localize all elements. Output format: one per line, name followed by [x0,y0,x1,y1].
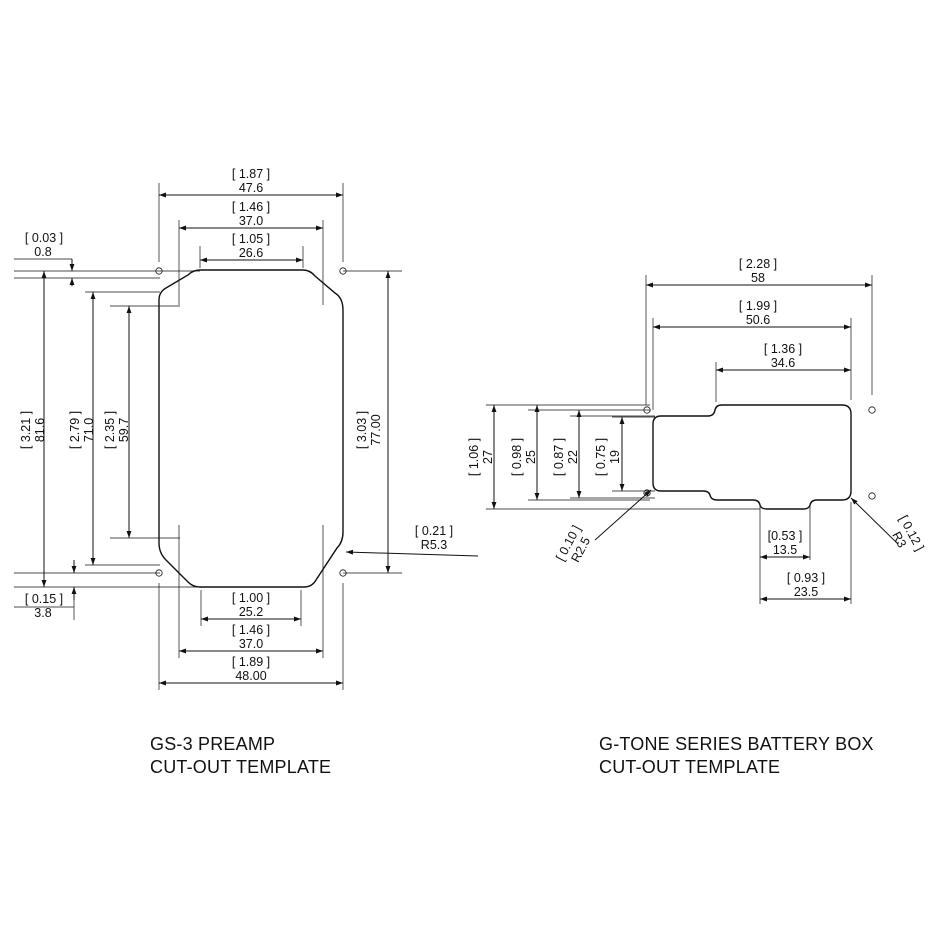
battery-bottom-span-mm: 23.5 [794,585,818,599]
battery-drawing [486,275,899,604]
preamp-right-height-mm: 77.00 [369,414,383,445]
battery-dim-labels: [ 2.28 ] 58 [ 1.99 ] 50.6 [ 1.36 ] 34.6 … [467,257,927,599]
battery-overall-height-mm: 27 [481,450,495,464]
preamp-bottom-inner-inch: [ 1.46 ] [232,623,270,637]
preamp-bottom-flat-inch: [ 1.00 ] [232,591,270,605]
battery-caption: G-TONE SERIES BATTERY BOX CUT-OUT TEMPLA… [599,733,874,779]
battery-bottom-tab-mm: 13.5 [773,543,797,557]
preamp-overall-width-inch: [ 1.87 ] [232,167,270,181]
battery-body-height-mm: 22 [566,450,580,464]
preamp-top-offset-mm: 0.8 [34,245,51,259]
preamp-left-height-inch: [ 3.21 ] [19,411,33,449]
preamp-radius-inch: [ 0.21 ] [415,524,453,538]
preamp-overall-width-mm: 47.6 [239,181,263,195]
battery-title-line2: CUT-OUT TEMPLATE [599,757,781,777]
preamp-width-inner-mm: 37.0 [239,214,263,228]
battery-title-line1: G-TONE SERIES BATTERY BOX [599,734,874,754]
preamp-bottom-overall-inch: [ 1.89 ] [232,655,270,669]
preamp-caption: GS-3 PREAMP CUT-OUT TEMPLATE [150,733,331,779]
preamp-title-line1: GS-3 PREAMP [150,734,276,754]
preamp-top-offset-inch: [ 0.03 ] [25,231,63,245]
preamp-top-flat-inch: [ 1.05 ] [232,232,270,246]
battery-bottom-span-inch: [ 0.93 ] [787,571,825,585]
preamp-bottom-offset-inch: [ 0.15 ] [25,592,63,606]
preamp-right-height-inch: [ 3.03 ] [355,411,369,449]
battery-body-height-inch: [ 0.87 ] [552,438,566,476]
battery-bottom-tab-inch: [0.53 ] [768,529,803,543]
battery-overall-width-inch: [ 2.28 ] [739,257,777,271]
battery-tab-height-mm: 19 [608,450,622,464]
preamp-radius-mm: R5.3 [421,538,447,552]
battery-right-radius-mm: R3 [889,529,909,550]
battery-width-inner-mm: 50.6 [746,313,770,327]
preamp-bottom-inner-mm: 37.0 [239,637,263,651]
preamp-drawing [14,183,479,690]
preamp-bottom-flat-mm: 25.2 [239,605,263,619]
preamp-dim-labels: [ 1.87 ] 47.6 [ 1.46 ] 37.0 [ 1.05 ] 26.… [19,167,453,683]
battery-overall-height-inch: [ 1.06 ] [467,438,481,476]
preamp-left-height-mm: 81.6 [33,418,47,442]
preamp-height-inner-inch: [ 2.79 ] [68,411,82,449]
battery-height-inner-mm: 25 [524,450,538,464]
preamp-height-inner-mm: 71.0 [82,418,96,442]
preamp-bottom-overall-mm: 48.00 [235,669,266,683]
preamp-side-flat-mm: 59.7 [117,418,131,442]
battery-body-width-mm: 34.6 [771,356,795,370]
battery-hole-4 [868,492,876,500]
battery-overall-width-mm: 58 [751,271,765,285]
preamp-bottom-offset-mm: 3.8 [34,606,51,620]
preamp-width-inner-inch: [ 1.46 ] [232,200,270,214]
battery-tab-height-inch: [ 0.75 ] [594,438,608,476]
preamp-top-flat-mm: 26.6 [239,246,263,260]
battery-hole-3 [868,406,876,414]
battery-width-inner-inch: [ 1.99 ] [739,299,777,313]
preamp-side-flat-inch: [ 2.35 ] [103,411,117,449]
preamp-title-line2: CUT-OUT TEMPLATE [150,757,332,777]
battery-outline [652,404,852,510]
battery-height-inner-inch: [ 0.98 ] [510,438,524,476]
battery-body-width-inch: [ 1.36 ] [764,342,802,356]
preamp-outline [158,269,344,588]
